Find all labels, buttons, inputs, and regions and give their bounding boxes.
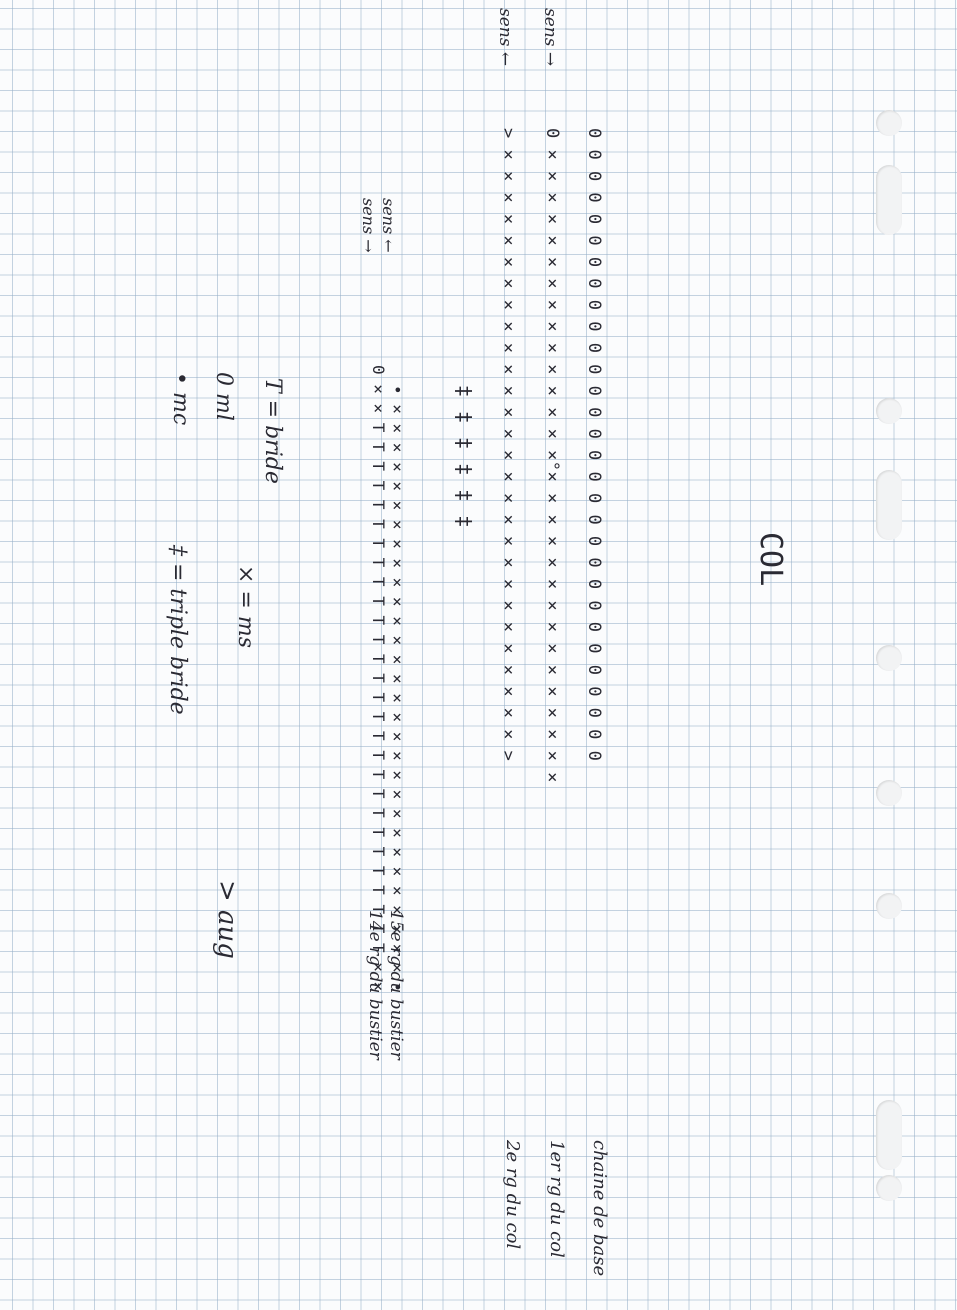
row-14: 0 × × T T T T T T T T T T T T T T T T T … (369, 365, 388, 991)
legend-mc: • mc (168, 372, 193, 425)
legend-aug: > aug (212, 880, 242, 959)
binder-hole (876, 645, 902, 671)
binder-hole (876, 398, 902, 424)
row-base-chain: 0 0 0 0 0 0 0 0 0 0 0 0 0 0 0 0 0 0 0 0 … (584, 128, 604, 761)
direction-label: sens → (359, 198, 378, 253)
row-label-rg1: 1er rg du col (546, 1140, 567, 1258)
binder-hole (876, 780, 902, 806)
binder-hole (876, 470, 902, 540)
row-15: • × × × × × × × × × × × × × × × × × × × … (388, 385, 407, 992)
direction-label: sens ← (379, 198, 398, 253)
legend-triple-bride: ‡ = triple bride (165, 545, 190, 715)
legend-ms: × = ms (233, 565, 258, 648)
binder-hole (876, 1175, 902, 1201)
page-title: COL (753, 532, 788, 586)
direction-label: sens ← (495, 8, 515, 66)
legend-ml: 0 ml (211, 372, 236, 421)
direction-label: sens → (540, 8, 560, 66)
row-label-rg14: 14e rg du bustier (365, 910, 385, 1060)
row-label-rg2: 2e rg du col (502, 1140, 523, 1249)
row-label-base: chaine de base (589, 1140, 610, 1276)
legend-bride: T = bride (260, 378, 285, 484)
binder-hole (876, 110, 902, 136)
row-label-rg15: 15e rg du bustier (386, 910, 406, 1060)
binder-hole (876, 1100, 902, 1170)
row-1: 0 × × × × × × × × × × × × × × ×°× × × × … (542, 128, 562, 783)
row-2: > × × × × × × × × × × × × × × × × × × × … (498, 128, 518, 761)
binder-hole (876, 893, 902, 919)
row-triple-bride: ‡ ‡ ‡ ‡ ‡ ‡ (452, 385, 476, 528)
binder-hole (876, 165, 902, 235)
